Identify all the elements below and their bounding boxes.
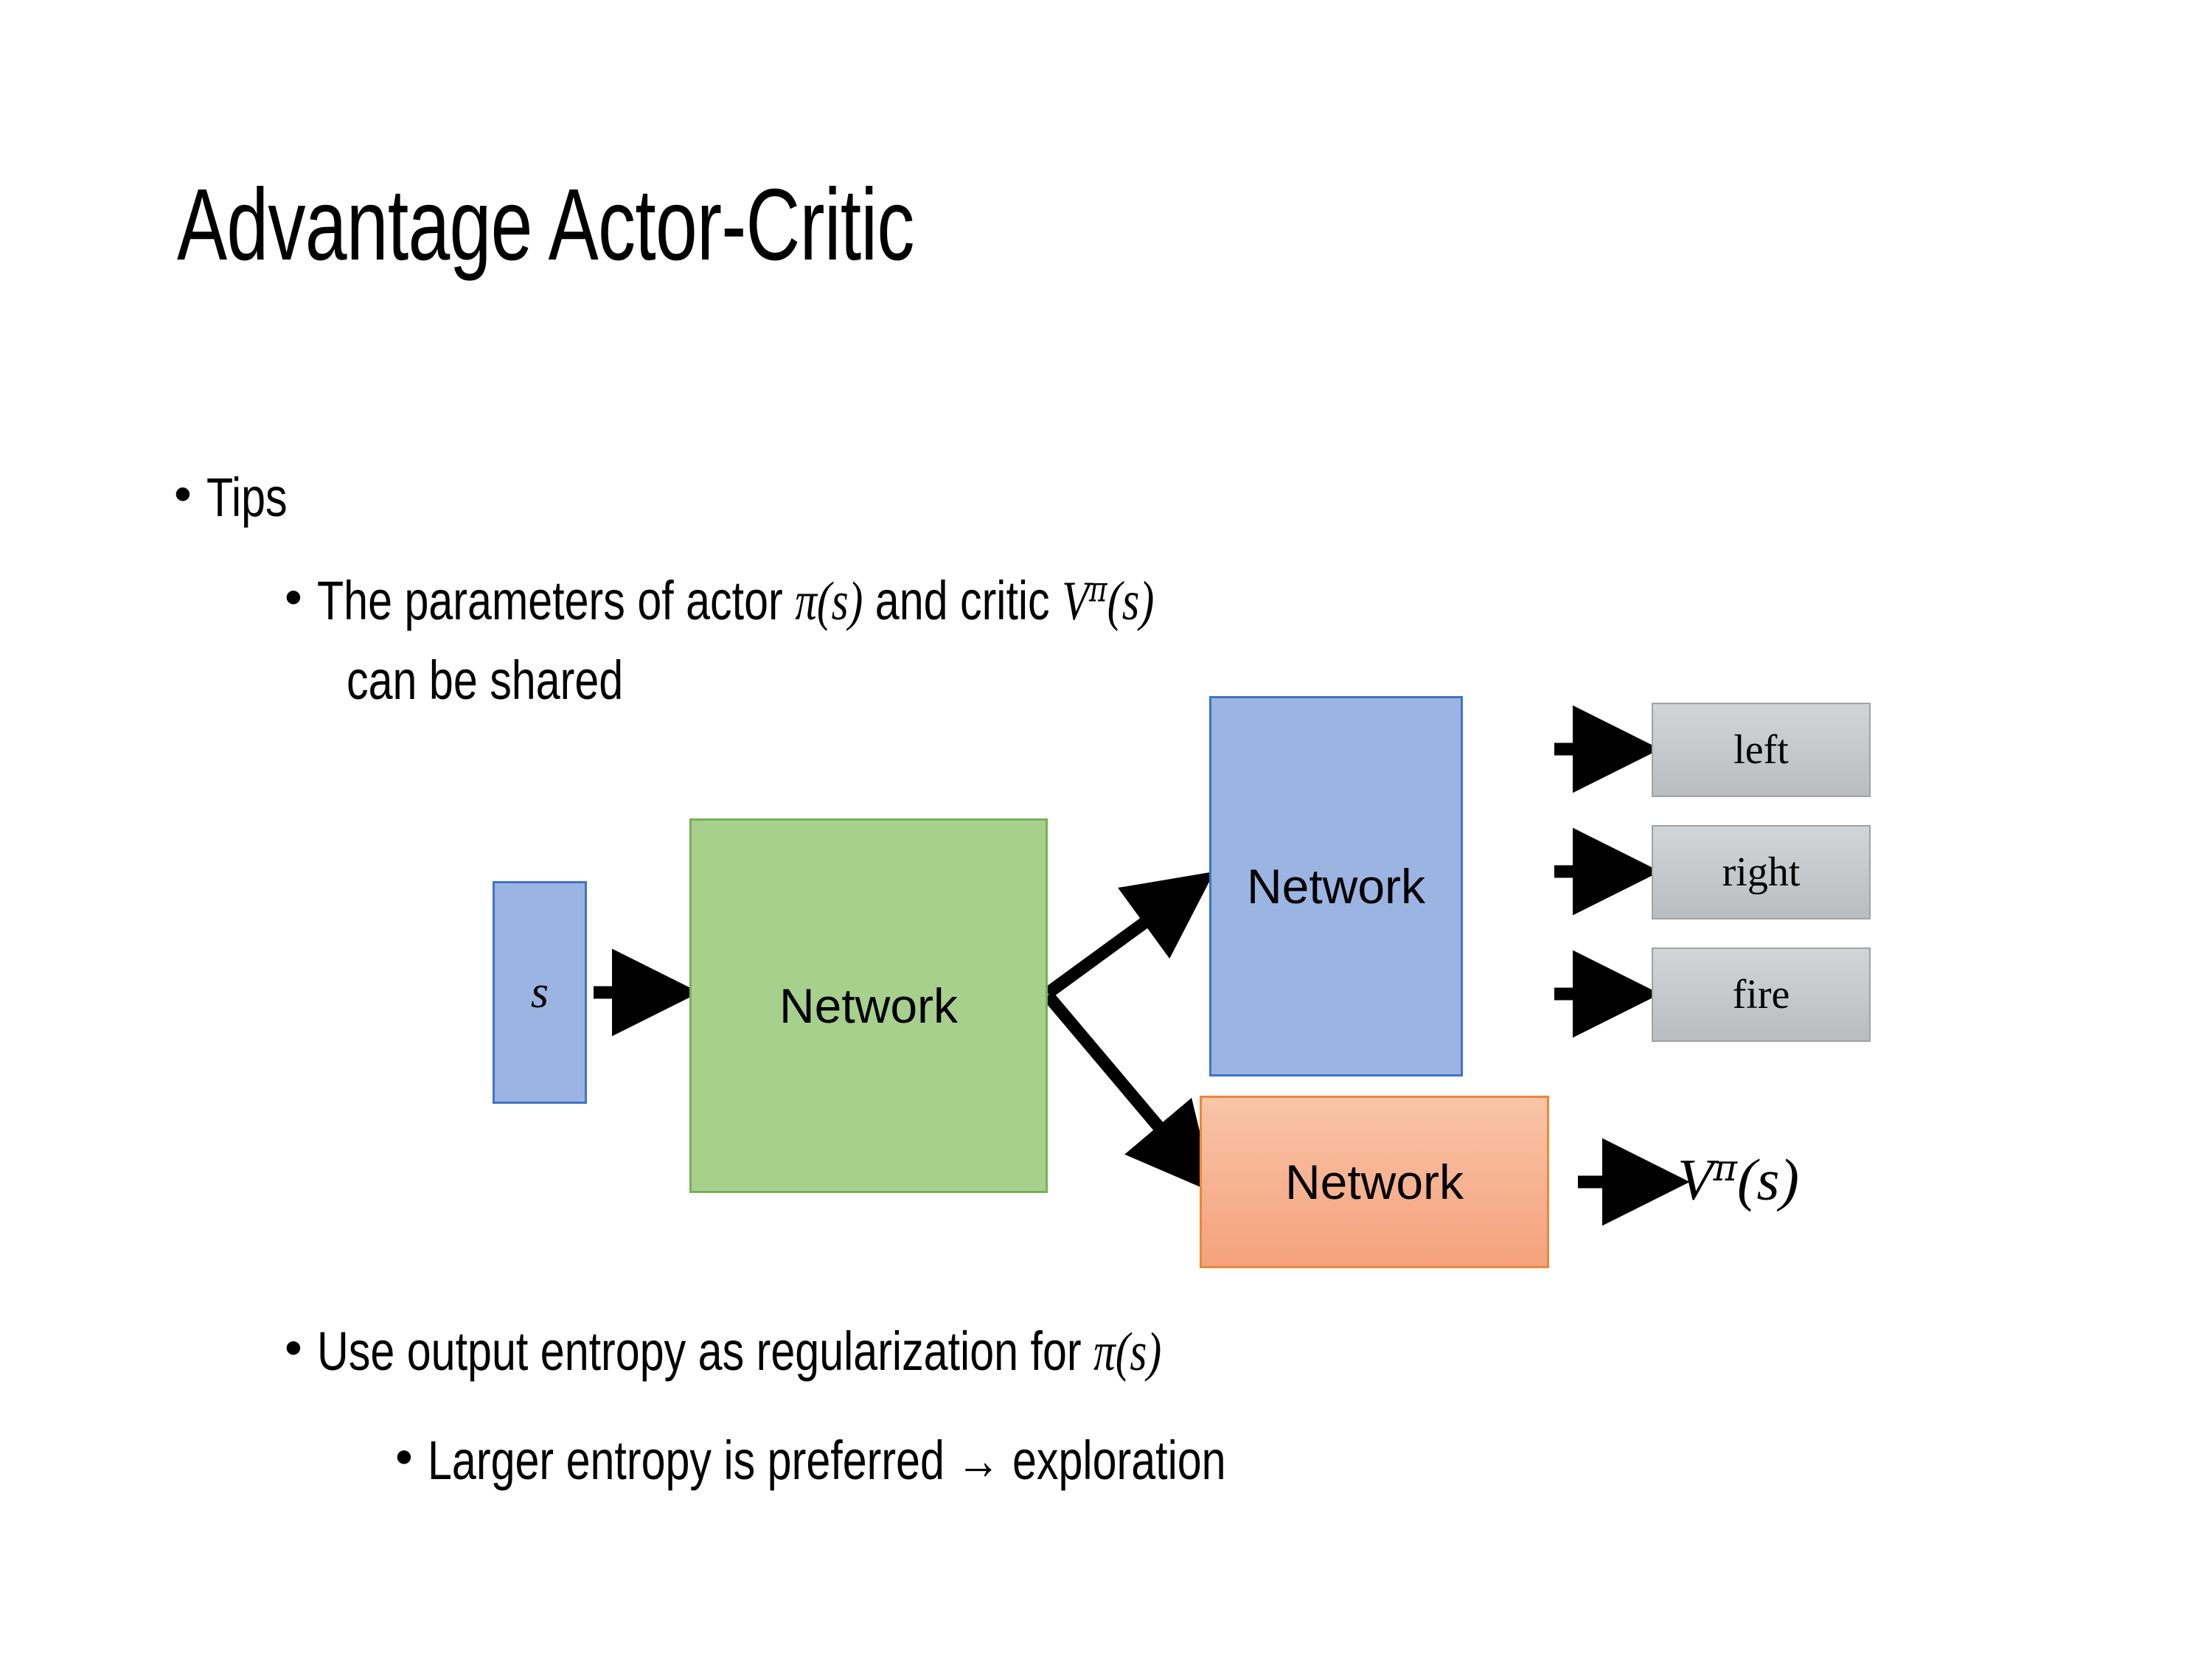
- bullet-tips: • Tips: [174, 466, 307, 529]
- state-input-box[interactable]: s: [493, 881, 587, 1104]
- bullet-dot-icon: •: [285, 1320, 302, 1377]
- bullet-parameters-line2-label: can be shared: [347, 650, 624, 711]
- bullet-dot-icon: •: [395, 1429, 413, 1486]
- math-pi-s: π(s): [795, 571, 863, 632]
- bullet-parameters: • The parameters of actor π(s) and criti…: [285, 569, 1363, 633]
- action-label-left: left: [1733, 727, 1789, 773]
- math-v-argument: (s): [1107, 571, 1155, 632]
- bullet-tips-label: Tips: [206, 467, 288, 528]
- bullet-entropy-prefix: Use output entropy as regularization for: [317, 1321, 1094, 1382]
- bullet-parameters-line2: can be shared: [347, 649, 692, 712]
- bullet-parameters-mid: and critic: [863, 570, 1062, 631]
- bullet-dot-icon: •: [174, 466, 192, 523]
- bullet-parameters-prefix: The parameters of actor: [317, 570, 796, 631]
- critic-network-box[interactable]: Network: [1200, 1096, 1549, 1268]
- math-v-superscript: π: [1089, 570, 1107, 611]
- bullet-entropy: • Use output entropy as regularization f…: [285, 1320, 1373, 1384]
- arrow-shared-to-critic: [1043, 991, 1215, 1194]
- bullet-larger-entropy-label: Larger entropy is preferred → exploratio…: [428, 1430, 1226, 1491]
- actor-network-box[interactable]: Network: [1209, 696, 1463, 1077]
- action-box-fire[interactable]: fire: [1652, 947, 1871, 1042]
- bullet-dot-icon: •: [285, 569, 302, 626]
- value-argument: (s): [1737, 1148, 1799, 1213]
- action-label-right: right: [1722, 849, 1801, 895]
- actor-network-label: Network: [1246, 859, 1426, 914]
- bullet-larger-entropy: • Larger entropy is preferred → explorat…: [395, 1429, 1426, 1492]
- action-label-fire: fire: [1732, 972, 1790, 1018]
- value-superscript: π: [1713, 1147, 1738, 1190]
- action-box-right[interactable]: right: [1652, 825, 1871, 919]
- math-v-pi-s-output: Vπ(s): [1677, 1147, 1799, 1214]
- value-symbol: V: [1677, 1148, 1714, 1213]
- arrow-shared-to-actor: [1043, 871, 1215, 998]
- critic-network-label: Network: [1284, 1155, 1464, 1209]
- shared-network-box[interactable]: Network: [689, 818, 1048, 1193]
- action-box-left[interactable]: left: [1652, 703, 1871, 797]
- math-pi-s: π(s): [1093, 1322, 1162, 1382]
- math-v-pi-s: Vπ(s): [1062, 570, 1154, 633]
- math-v-symbol: V: [1062, 571, 1090, 632]
- value-function-label: Vπ(s): [1677, 1147, 1799, 1214]
- shared-network-label: Network: [779, 978, 959, 1033]
- page-title: Advantage Actor-Critic: [177, 168, 914, 282]
- state-label: s: [530, 967, 549, 1018]
